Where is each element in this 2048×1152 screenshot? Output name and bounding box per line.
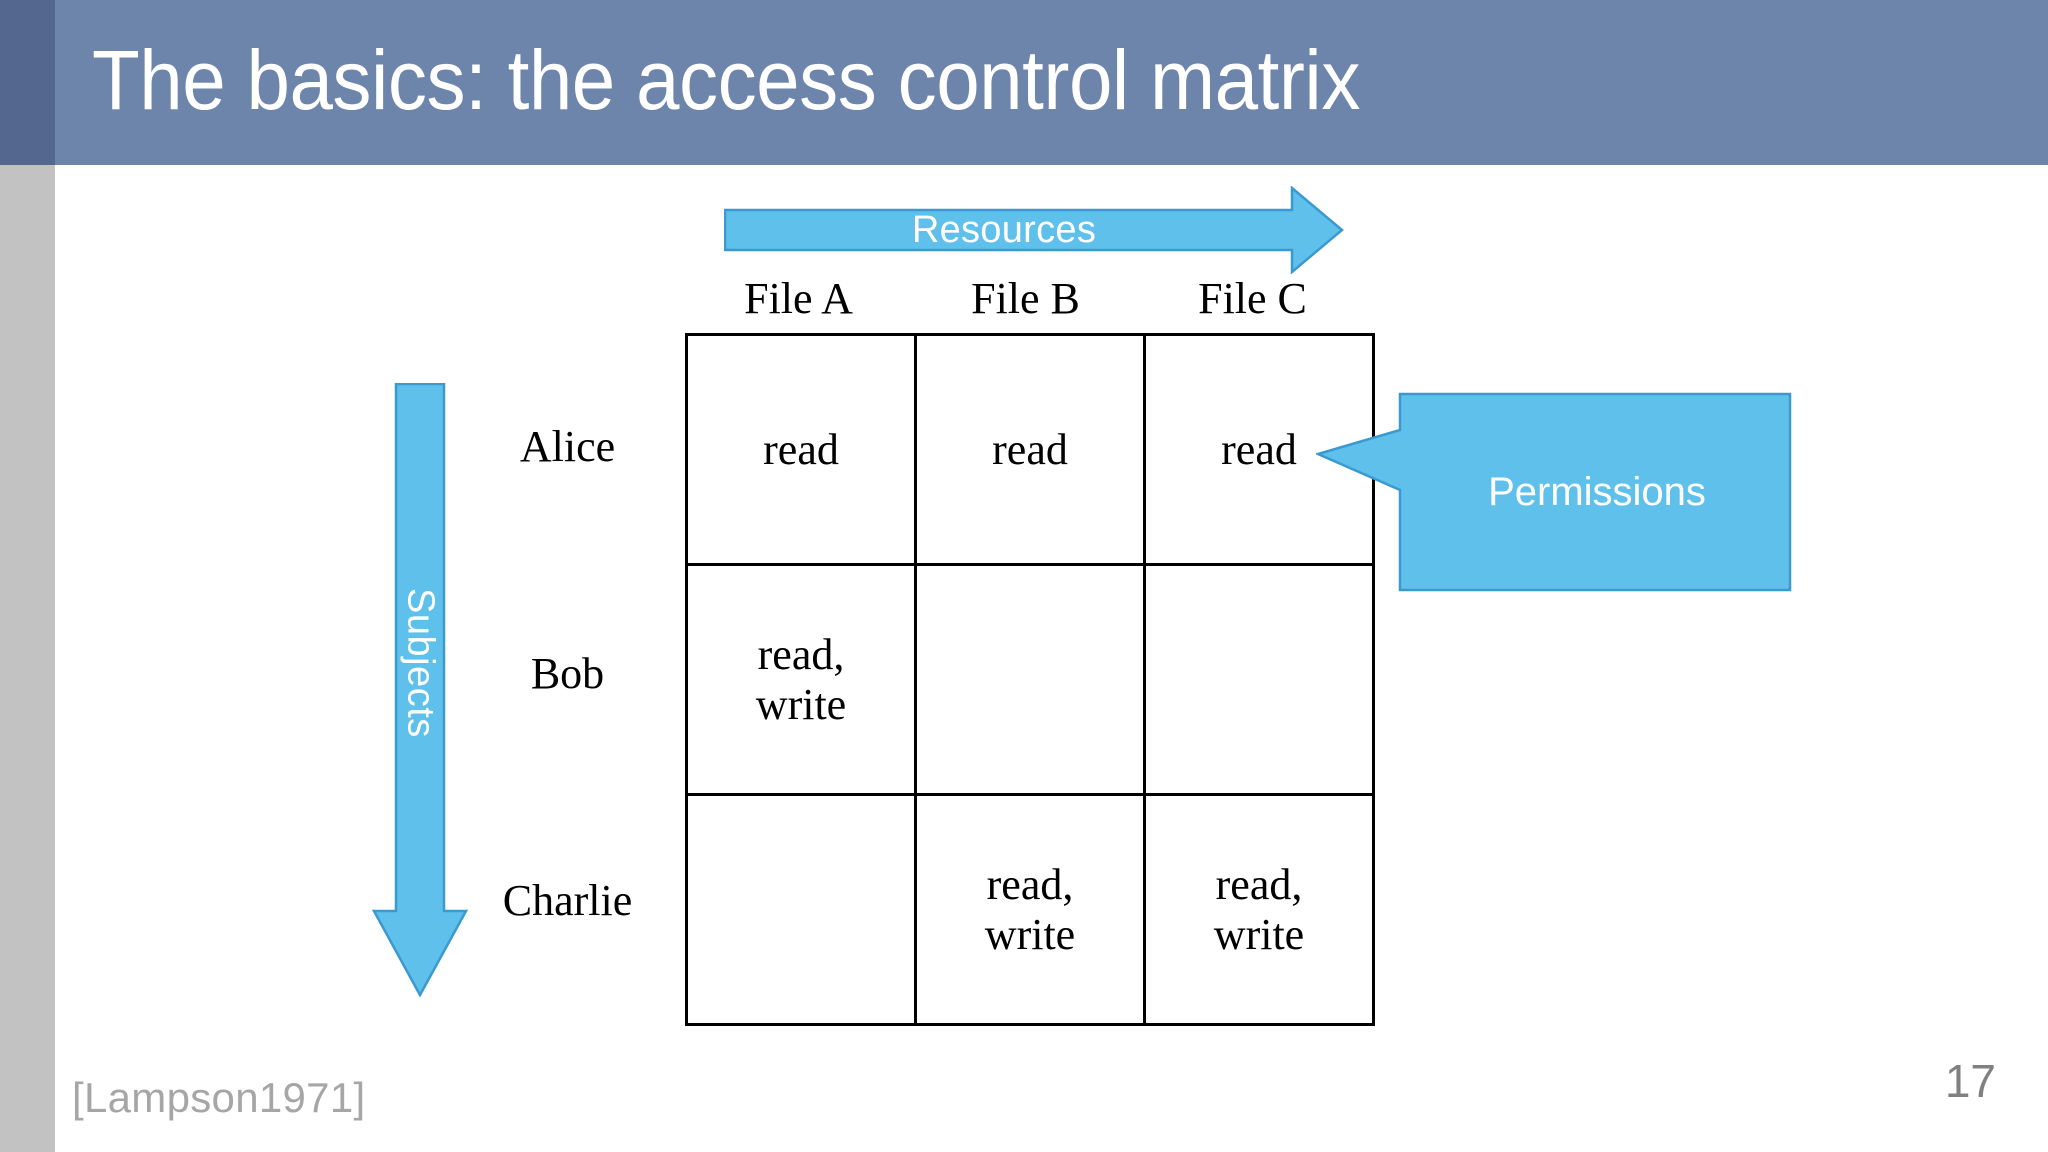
- column-header-file-b: File B: [971, 274, 1080, 323]
- column-header-file-a: File A: [744, 274, 853, 323]
- cell-charlie-file-b: read,write: [914, 793, 1146, 1026]
- row-header-charlie: Charlie: [502, 876, 633, 925]
- cell-alice-file-a: read: [685, 333, 917, 566]
- access-control-matrix: read read read read,write read,write rea…: [685, 333, 1375, 1026]
- arrow-down-icon: [372, 383, 468, 997]
- page-number: 17: [1944, 1055, 1996, 1107]
- cell-bob-file-a: read,write: [685, 563, 917, 796]
- title-band: [0, 0, 2048, 165]
- arrow-right-icon: [724, 186, 1344, 274]
- table-row: read read read: [685, 333, 1375, 566]
- permissions-callout: Permissions: [1316, 392, 1792, 592]
- callout-left-icon: [1316, 392, 1792, 592]
- table-row: read,write: [685, 563, 1375, 796]
- subjects-arrow: Subjects: [372, 383, 468, 997]
- resources-arrow: Resources: [724, 186, 1344, 274]
- cell-charlie-file-c: read,write: [1143, 793, 1375, 1026]
- table-row: read,write read,write: [685, 793, 1375, 1026]
- cell-bob-file-b: [914, 563, 1146, 796]
- cell-alice-file-b: read: [914, 333, 1146, 566]
- title-band-accent-strip: [0, 0, 55, 165]
- row-header-bob: Bob: [530, 649, 605, 698]
- cell-charlie-file-a: [685, 793, 917, 1026]
- page-title: The basics: the access control matrix: [92, 33, 1360, 127]
- row-header-alice: Alice: [519, 422, 616, 471]
- column-header-file-c: File C: [1198, 274, 1307, 323]
- cell-bob-file-c: [1143, 563, 1375, 796]
- citation-reference: [Lampson1971]: [72, 1074, 366, 1121]
- left-rail: [0, 165, 55, 1152]
